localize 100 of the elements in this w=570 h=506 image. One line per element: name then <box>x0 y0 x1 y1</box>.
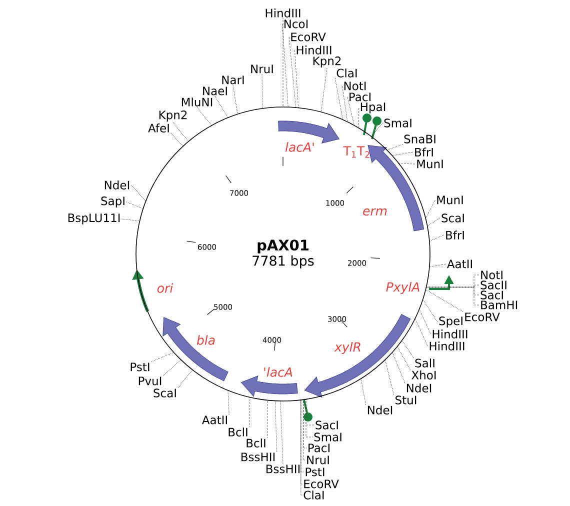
site-label: BssHII <box>241 452 275 462</box>
site-label: SacI <box>316 420 338 430</box>
leader-line <box>320 68 328 112</box>
leader-line <box>342 86 348 122</box>
site-label: EcoRV <box>291 32 326 42</box>
leader-line <box>358 108 360 128</box>
leader-line <box>426 286 480 296</box>
site-label: PvuI <box>138 376 162 386</box>
leader-line <box>178 370 193 388</box>
leader-line <box>282 24 288 108</box>
leader-line <box>425 289 464 312</box>
leader-line <box>419 308 431 334</box>
leader-line <box>402 340 414 358</box>
leader-line <box>429 264 446 268</box>
leader-line <box>347 96 355 126</box>
site-label: PstI <box>306 468 324 476</box>
leader-line <box>228 390 230 415</box>
leader-line <box>162 360 182 376</box>
gene-label: bla <box>196 335 215 345</box>
leader-line <box>303 399 306 460</box>
site-label: SalI <box>415 358 434 368</box>
leader-line <box>121 218 140 222</box>
site-label: AatII <box>202 416 227 424</box>
leader-line <box>371 122 383 137</box>
site-label: EcoRV <box>465 312 500 322</box>
site-label: SpeI <box>439 316 462 328</box>
gene-label: erm <box>363 208 387 216</box>
site-label: AfeI <box>148 124 169 132</box>
site-label: MluNI <box>182 98 212 106</box>
site-label: NotI <box>344 82 366 90</box>
site-label: HindIII <box>430 342 464 350</box>
leader-line <box>392 352 406 383</box>
site-label: NcoI <box>284 20 308 28</box>
site-label: EcoRV <box>304 480 339 488</box>
site-label: NotI <box>481 270 502 280</box>
site-label: SacI <box>480 290 503 300</box>
leader-line <box>398 163 416 164</box>
site-label: NaeI <box>203 86 227 96</box>
leader-line <box>360 378 366 405</box>
site-label: NarI <box>222 76 244 84</box>
leader-line <box>426 284 480 288</box>
leader-line <box>384 360 394 395</box>
leader-line <box>126 202 144 209</box>
site-label: ScaI <box>442 214 464 222</box>
leader-line <box>392 152 414 156</box>
site-label: ClaI <box>304 490 324 500</box>
site-label: MunI <box>437 196 463 204</box>
gene-label: T$_{1}$T$_{2}$ <box>343 146 370 158</box>
site-label: BamHI <box>481 300 518 310</box>
site-label: MunI <box>417 160 443 168</box>
site-label: PacI <box>350 92 370 102</box>
site-label: NruI <box>251 64 273 74</box>
site-label: HindIII <box>266 8 300 18</box>
site-label: XhoI <box>412 370 436 380</box>
site-label: BfrI <box>446 230 464 240</box>
site-label: BclI <box>228 428 248 436</box>
site-label: NdeI <box>104 180 130 190</box>
site-label: SmaI <box>314 432 342 442</box>
leader-line <box>170 133 183 147</box>
leader-line <box>275 400 277 452</box>
site-label: ScaI <box>154 388 176 398</box>
gene-label: xylR <box>334 342 360 354</box>
leader-line <box>386 144 403 150</box>
leader-line <box>172 122 189 142</box>
leader-line <box>294 50 299 108</box>
leader-line <box>249 396 250 427</box>
leader-line <box>422 299 438 322</box>
leader-line <box>232 85 238 114</box>
site-label: NdeI <box>406 384 432 392</box>
leader-line <box>397 346 410 370</box>
gene-label: 'lacA <box>264 367 292 377</box>
site-label: HindIII <box>296 46 332 54</box>
site-label: PstI <box>130 362 150 372</box>
site-label: BclI <box>246 438 266 448</box>
site-label: SapI <box>101 196 124 208</box>
site-label: NruI <box>307 456 329 464</box>
leader-line <box>151 352 174 362</box>
site-label: NdeI <box>368 406 392 414</box>
leader-line <box>429 234 444 242</box>
site-label: AatII <box>447 260 472 268</box>
site-label: SacII <box>480 280 506 290</box>
site-label: Kpn2 <box>159 110 187 122</box>
leader-line <box>196 107 212 126</box>
site-label: SmaI <box>384 118 412 128</box>
leader-line <box>426 286 480 306</box>
site-label: BssHII <box>266 464 300 474</box>
leader-line <box>303 399 307 448</box>
site-label: Kpn2 <box>313 56 341 68</box>
leader-line <box>425 200 436 219</box>
site-label: HpaI <box>360 102 386 114</box>
site-label: PacI <box>308 444 330 452</box>
leader-line <box>427 218 440 226</box>
leader-line <box>262 74 263 109</box>
leader-line <box>306 398 313 438</box>
site-label: StuI <box>396 396 416 404</box>
leader-line <box>288 36 296 108</box>
gene-label: lacA' <box>285 142 314 152</box>
gene-label: ori <box>157 283 174 293</box>
leader-line <box>214 96 228 118</box>
leader-line <box>130 184 146 202</box>
